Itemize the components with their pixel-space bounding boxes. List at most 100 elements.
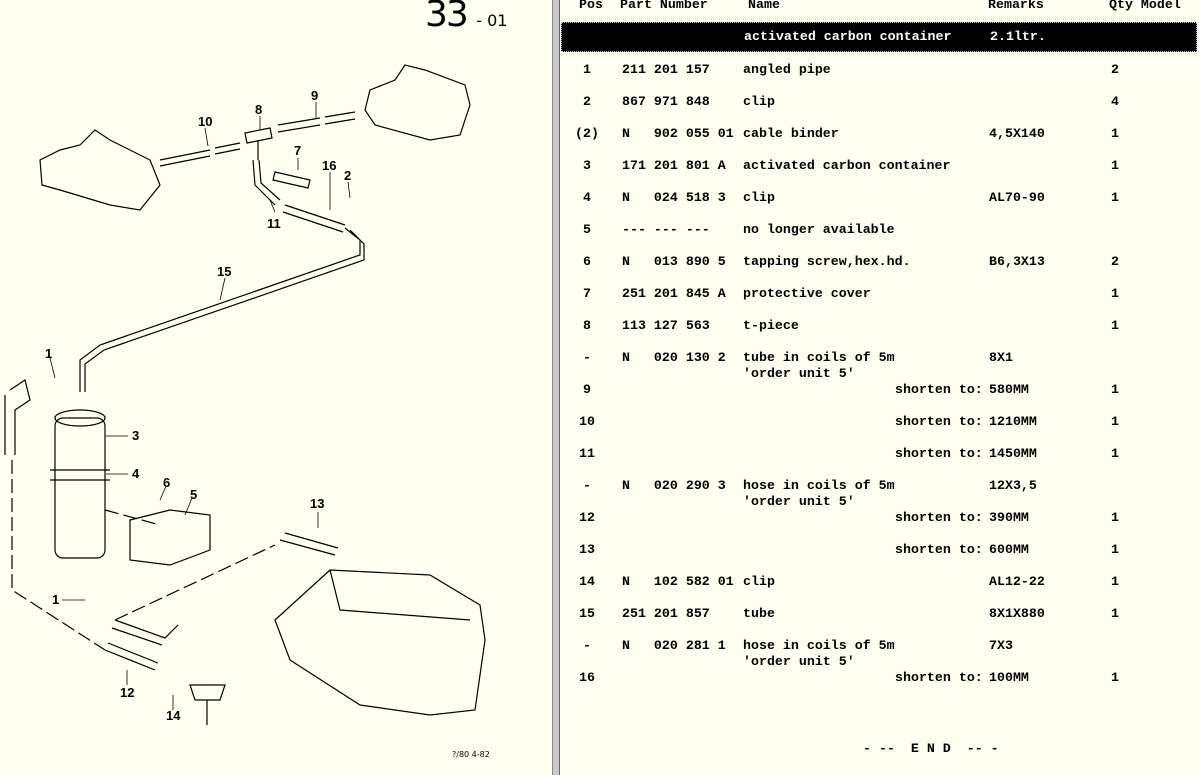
row-shorten-label: shorten to: [895, 382, 983, 397]
row-pos: 7 [583, 286, 591, 301]
row-qty: 1 [1111, 318, 1119, 333]
engine-right [364, 64, 471, 141]
row-part-number: N 020 130 2 [622, 350, 726, 365]
row-pos: 10 [579, 414, 595, 429]
row-name: cable binder [743, 126, 839, 141]
row-shorten-label: shorten to: [895, 542, 983, 557]
callout-9: 9 [311, 88, 319, 103]
hose-9 [277, 111, 356, 133]
hose-16 [282, 204, 346, 233]
cover-7 [272, 171, 311, 189]
callout-6: 6 [163, 475, 171, 490]
row-qty: 1 [1111, 510, 1119, 525]
row-remarks: 390MM [989, 510, 1029, 525]
row-remarks: B6,3X13 [989, 254, 1045, 269]
row-part-number: 113 127 563 [622, 318, 710, 333]
row-qty: 1 [1111, 382, 1119, 397]
row-remarks: 4,5X140 [989, 126, 1045, 141]
row-pos: 1 [583, 62, 591, 77]
page-number: 33 - 01 [425, 0, 507, 35]
row-qty: 1 [1111, 158, 1119, 173]
row-qty: 1 [1111, 574, 1119, 589]
row-name: tube [743, 606, 775, 621]
callout-14: 14 [166, 708, 181, 723]
row-part-number: 211 201 157 [622, 62, 710, 77]
callout-12: 12 [120, 685, 135, 700]
page-number-main: 33 [425, 0, 469, 35]
row-pos: - [583, 350, 591, 365]
row-remarks: 100MM [989, 670, 1029, 685]
row-qty: 2 [1111, 62, 1119, 77]
col-header-name: Name [748, 0, 780, 12]
row-pos: 3 [583, 158, 591, 173]
row-shorten-label: shorten to: [895, 510, 983, 525]
table-row[interactable]: 5--- --- ---no longer available [558, 222, 1199, 254]
row-name: t-piece [743, 318, 799, 333]
row-pos: 14 [579, 574, 595, 589]
container-3 [54, 417, 106, 559]
diagram-drawing [4, 64, 486, 725]
row-qty: 1 [1111, 126, 1119, 141]
row-pos: 2 [583, 94, 591, 109]
row-qty: 4 [1111, 94, 1119, 109]
row-pos: 15 [579, 606, 595, 621]
row-remarks: 12X3,5 [989, 478, 1037, 493]
row-name-note: 'order unit 5' [743, 494, 855, 509]
row-part-number: N 020 290 3 [622, 478, 726, 493]
drawing-code: ?/80 4-82 [452, 750, 490, 759]
row-name: no longer available [743, 222, 895, 237]
row-remarks: 580MM [989, 382, 1029, 397]
row-pos: 5 [583, 222, 591, 237]
row-qty: 1 [1111, 414, 1119, 429]
hose-bottom [111, 619, 179, 646]
callout-10: 10 [198, 114, 213, 129]
callout-1b: 1 [52, 592, 60, 607]
row-remarks: 8X1 [989, 350, 1013, 365]
row-remarks: 1450MM [989, 446, 1037, 461]
callout-7: 7 [294, 143, 302, 158]
row-remarks: 7X3 [989, 638, 1013, 653]
callout-5: 5 [190, 487, 198, 502]
hose-12 [104, 642, 159, 671]
row-qty: 1 [1111, 542, 1119, 557]
row-name: activated carbon container [743, 158, 951, 173]
callout-15: 15 [217, 264, 232, 279]
row-name: clip [743, 574, 775, 589]
clip-4 [50, 469, 110, 481]
group-header-row[interactable]: activated carbon container 2.1ltr. [561, 22, 1197, 52]
hose-11 [252, 159, 281, 206]
row-name: clip [743, 94, 775, 109]
row-name: clip [743, 190, 775, 205]
col-header-part-number: Part Number [620, 0, 708, 12]
panel-splitter[interactable] [552, 0, 560, 775]
row-qty: 2 [1111, 254, 1119, 269]
row-qty: 1 [1111, 446, 1119, 461]
hose-left [4, 379, 31, 455]
row-pos: 16 [579, 670, 595, 685]
row-shorten-label: shorten to: [895, 414, 983, 429]
row-pos: - [583, 638, 591, 653]
exploded-parts-diagram: 33 - 01 1 2 3 4 5 6 7 8 9 10 11 12 13 14… [0, 0, 552, 775]
bracket-5 [129, 509, 211, 566]
air-filter [274, 569, 486, 716]
callout-3: 3 [132, 428, 140, 443]
